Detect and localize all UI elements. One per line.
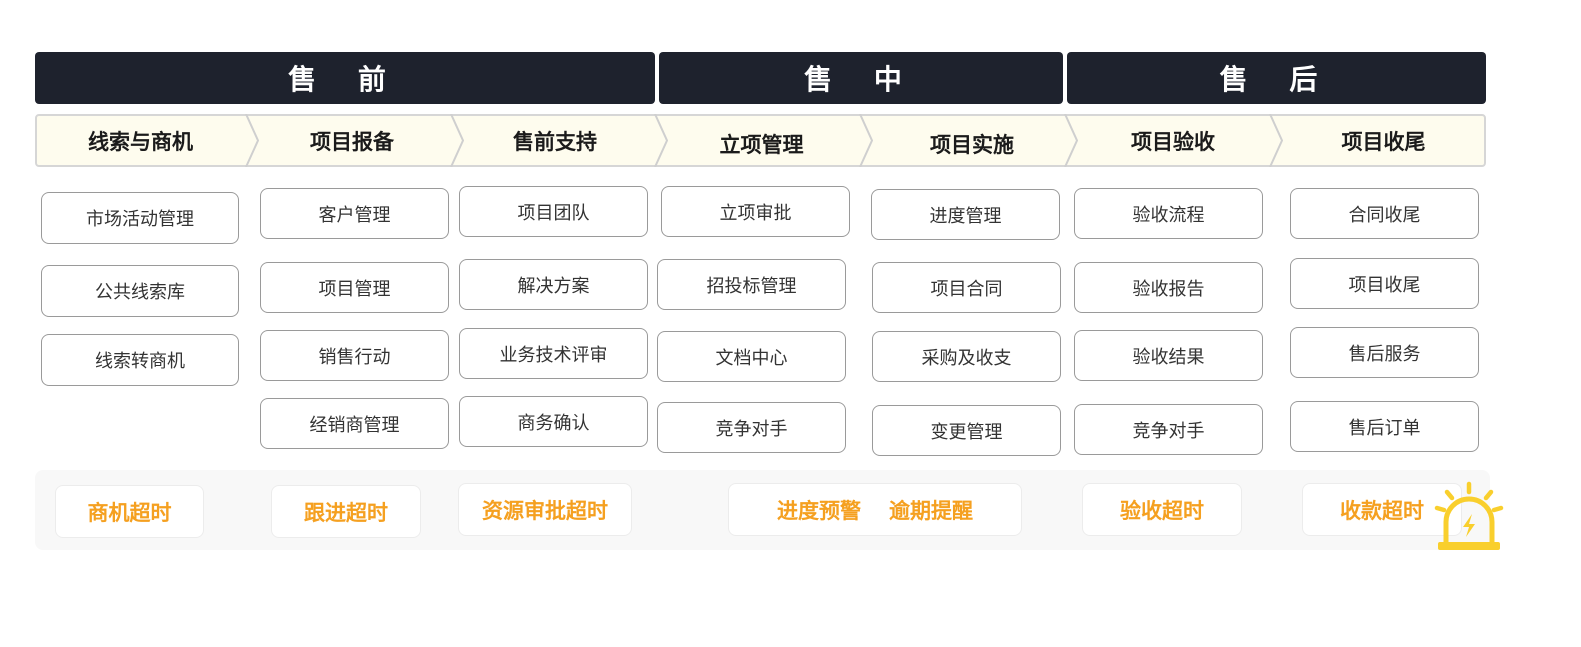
module-acceptance-result[interactable]: 验收结果 bbox=[1074, 330, 1263, 381]
module-contract-closing[interactable]: 合同收尾 bbox=[1290, 188, 1479, 239]
alert-acceptance-timeout[interactable]: 验收超时 bbox=[1082, 483, 1242, 536]
stage-presale-support: 售前支持 bbox=[513, 129, 597, 154]
module-procurement-finance[interactable]: 采购及收支 bbox=[872, 331, 1061, 382]
alert-opportunity-timeout[interactable]: 商机超时 bbox=[55, 485, 204, 538]
module-project-team[interactable]: 项目团队 bbox=[459, 186, 648, 237]
module-tech-review[interactable]: 业务技术评审 bbox=[459, 328, 648, 379]
phase-header-insale: 售 中 bbox=[659, 52, 1063, 104]
module-acceptance-process[interactable]: 验收流程 bbox=[1074, 188, 1263, 239]
phase-header-aftersale: 售 后 bbox=[1067, 52, 1486, 104]
alert-followup-timeout[interactable]: 跟进超时 bbox=[271, 485, 421, 538]
alert-resource-approval-timeout[interactable]: 资源审批超时 bbox=[458, 483, 632, 536]
module-progress-management[interactable]: 进度管理 bbox=[871, 189, 1060, 240]
chevron-separator bbox=[859, 114, 874, 167]
module-competitor[interactable]: 竞争对手 bbox=[1074, 404, 1263, 455]
module-marketing-activity[interactable]: 市场活动管理 bbox=[41, 192, 239, 244]
chevron-separator bbox=[450, 114, 465, 167]
module-project-closing[interactable]: 项目收尾 bbox=[1290, 258, 1479, 309]
alert-progress-warning: 进度预警 bbox=[777, 498, 861, 523]
module-lead-to-opportunity[interactable]: 线索转商机 bbox=[41, 334, 239, 386]
chevron-separator bbox=[1269, 114, 1284, 167]
stage-project-filing: 项目报备 bbox=[310, 129, 394, 154]
module-document-center[interactable]: 文档中心 bbox=[657, 331, 846, 382]
module-customer-management[interactable]: 客户管理 bbox=[260, 188, 449, 239]
alert-payment-timeout[interactable]: 收款超时 bbox=[1302, 483, 1462, 536]
chevron-separator bbox=[245, 114, 260, 167]
alert-progress-overdue[interactable]: 进度预警 逾期提醒 bbox=[728, 483, 1022, 536]
chevron-separator bbox=[1064, 114, 1079, 167]
module-aftersale-service[interactable]: 售后服务 bbox=[1290, 327, 1479, 378]
module-sales-action[interactable]: 销售行动 bbox=[260, 330, 449, 381]
module-project-contract[interactable]: 项目合同 bbox=[872, 262, 1061, 313]
module-aftersale-order[interactable]: 售后订单 bbox=[1290, 401, 1479, 452]
module-business-confirm[interactable]: 商务确认 bbox=[459, 396, 648, 447]
module-acceptance-report[interactable]: 验收报告 bbox=[1074, 262, 1263, 313]
module-competitor[interactable]: 竞争对手 bbox=[657, 402, 846, 453]
module-solution[interactable]: 解决方案 bbox=[459, 259, 648, 310]
alert-overdue-reminder: 逾期提醒 bbox=[889, 498, 973, 523]
module-distributor-management[interactable]: 经销商管理 bbox=[260, 398, 449, 449]
stage-project-implementation: 项目实施 bbox=[930, 132, 1014, 157]
chevron-separator bbox=[654, 114, 669, 167]
phase-header-presale: 售 前 bbox=[35, 52, 655, 104]
stage-project-approval: 立项管理 bbox=[719, 132, 804, 157]
stage-lead-opportunity: 线索与商机 bbox=[88, 129, 193, 154]
module-project-management[interactable]: 项目管理 bbox=[260, 262, 449, 313]
module-project-approval[interactable]: 立项审批 bbox=[661, 186, 850, 237]
stage-bar bbox=[35, 114, 1486, 167]
stage-project-closing: 项目收尾 bbox=[1341, 129, 1426, 154]
module-public-lead-pool[interactable]: 公共线索库 bbox=[41, 265, 239, 317]
module-change-management[interactable]: 变更管理 bbox=[872, 405, 1061, 456]
stage-project-acceptance: 项目验收 bbox=[1131, 129, 1215, 154]
alarm-light-icon bbox=[1434, 481, 1504, 550]
module-bidding-management[interactable]: 招投标管理 bbox=[657, 259, 846, 310]
